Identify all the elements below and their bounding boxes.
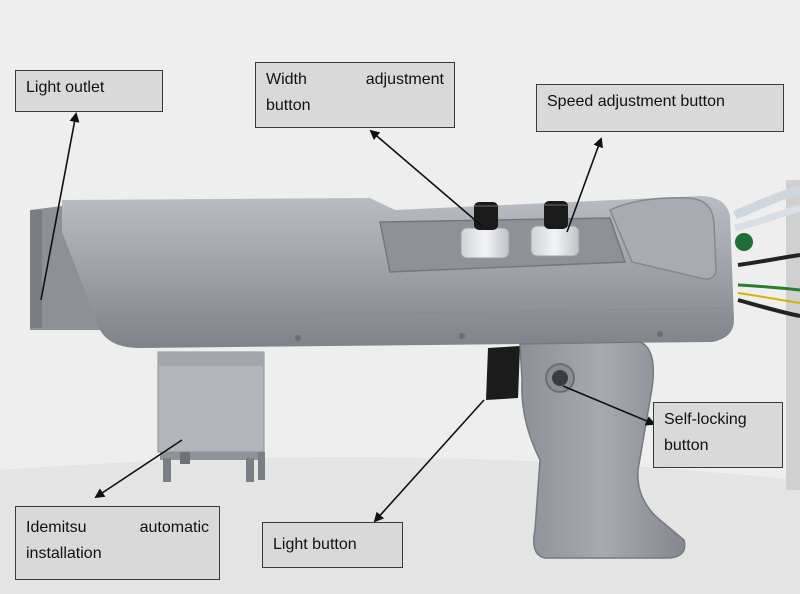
- screw: [295, 335, 301, 341]
- width-adjustment-text-line1: Width adjustment: [266, 71, 444, 88]
- arrow-speed-adjustment: [566, 137, 603, 233]
- light-button-label: Light button: [262, 522, 403, 568]
- width-adjustment-label: Width adjustment button: [255, 62, 455, 128]
- idemitsu-text-line2: installation: [26, 545, 102, 562]
- speed-adjustment-text: Speed adjustment button: [547, 93, 725, 110]
- box-edge: [786, 180, 800, 490]
- self-locking-text-line2: button: [664, 437, 709, 454]
- arrow-light-outlet: [40, 112, 80, 301]
- handle-grip: [519, 341, 686, 559]
- arrow-self-locking: [562, 385, 656, 426]
- body-seam: [109, 307, 726, 319]
- self-locking-label: Self-locking button: [653, 402, 783, 468]
- idemitsu-text-line1: Idemitsu automatic: [26, 519, 209, 536]
- light-button-text: Light button: [273, 536, 357, 553]
- self-locking-text-line1: Self-locking: [664, 411, 747, 428]
- light-outlet-label: Light outlet: [15, 70, 163, 112]
- screw: [657, 331, 663, 337]
- rear-cowl: [609, 197, 717, 280]
- green-connector: [735, 233, 753, 251]
- arrow-light-button: [373, 399, 485, 523]
- arrow-idemitsu: [94, 439, 183, 499]
- width-adjustment-text-line2: button: [266, 97, 311, 114]
- light-button-trigger: [486, 346, 520, 400]
- screw: [459, 333, 465, 339]
- speed-adjustment-label: Speed adjustment button: [536, 84, 784, 132]
- arrow-width-adjustment: [369, 129, 483, 227]
- speed-knob: [530, 201, 580, 257]
- mounting-block: [157, 351, 265, 482]
- self-locking-button-core: [552, 370, 568, 386]
- light-outlet-text: Light outlet: [26, 79, 105, 96]
- idemitsu-label: Idemitsu automatic installation: [15, 506, 220, 580]
- cable-bundle: [733, 185, 800, 318]
- leader-arrows: [40, 112, 656, 523]
- outlet-face: [30, 210, 42, 328]
- width-knob: [460, 202, 510, 259]
